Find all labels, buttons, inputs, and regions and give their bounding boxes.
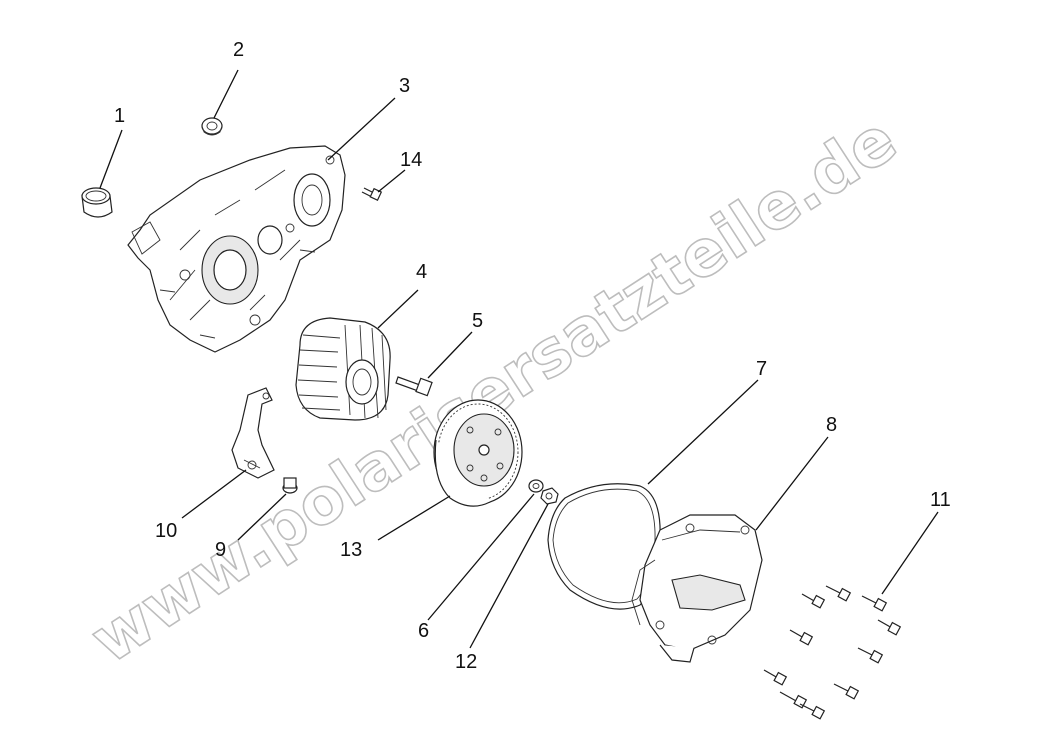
part-stator: [295, 317, 391, 421]
leader-13: [377, 495, 451, 541]
callout-3: 3: [399, 75, 410, 97]
callout-11: 11: [930, 489, 951, 511]
part-seal-ring: [81, 187, 113, 218]
part-stator-cover: [631, 514, 763, 663]
callout-5: 5: [472, 310, 483, 332]
cover-bolt: [789, 629, 814, 646]
part-nut: [540, 487, 559, 505]
leader-7: [647, 379, 759, 485]
callout-12: 12: [455, 651, 477, 673]
leader-6: [427, 493, 535, 621]
part-cover-bolts: [763, 585, 902, 720]
cover-bolt: [861, 595, 888, 612]
leader-12: [469, 503, 549, 649]
leader-3: [327, 97, 396, 161]
callout-numbers: 1 2 3 14 4 5 7 8 11 10 9 13 6 12: [114, 39, 951, 673]
leader-9: [237, 493, 287, 541]
leader-4: [377, 289, 419, 329]
callout-7: 7: [756, 358, 767, 380]
callout-13: 13: [340, 539, 362, 561]
cover-bolt: [877, 619, 902, 636]
leader-lines: [99, 69, 939, 649]
cover-bolt: [779, 691, 808, 709]
part-washer: [528, 479, 544, 493]
part-flywheel-bolt: [395, 376, 433, 397]
leader-14: [377, 169, 406, 193]
cover-bolt: [833, 683, 860, 700]
part-gasket: [547, 483, 661, 610]
callout-1: 1: [114, 105, 125, 127]
callout-9: 9: [215, 539, 226, 561]
leader-8: [755, 436, 829, 531]
callout-14: 14: [400, 149, 422, 171]
part-bearing: [201, 117, 223, 136]
leader-11: [881, 511, 939, 595]
callout-10: 10: [155, 520, 177, 542]
leader-10: [181, 469, 247, 519]
cover-bolt: [799, 703, 826, 720]
cover-bolt: [825, 585, 852, 602]
part-screw: [282, 477, 298, 494]
leader-5: [427, 331, 473, 379]
cover-bolt: [857, 647, 884, 664]
part-crankcase: [127, 145, 346, 353]
callout-8: 8: [826, 414, 837, 436]
cover-bolt: [801, 593, 826, 609]
part-bracket: [231, 387, 275, 479]
leader-2: [213, 69, 239, 119]
cover-bolt: [763, 669, 788, 686]
leader-1: [99, 129, 123, 189]
callout-4: 4: [416, 261, 427, 283]
part-flywheel: [433, 399, 523, 507]
callout-2: 2: [233, 39, 244, 61]
part-small-bolt: [361, 187, 383, 202]
callout-6: 6: [418, 620, 429, 642]
